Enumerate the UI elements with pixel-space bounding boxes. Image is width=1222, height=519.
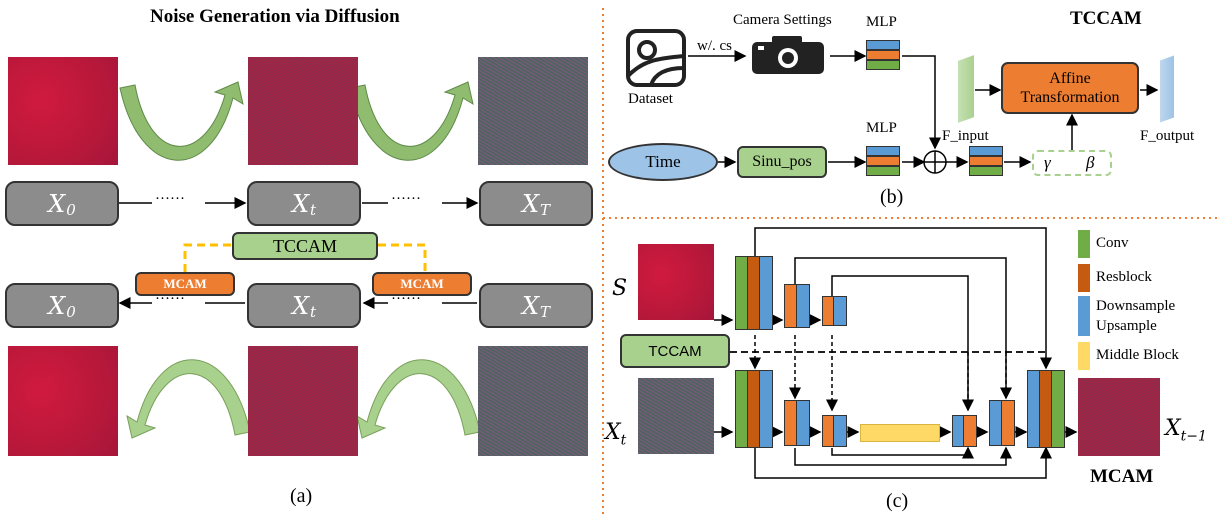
- output-label: Xt−1: [1165, 416, 1207, 445]
- mlp-block-top: [866, 40, 900, 70]
- gamma-symbol: γ: [1044, 153, 1051, 172]
- dataset-icon: [626, 29, 686, 87]
- camera-settings-label: Camera Settings: [733, 12, 832, 28]
- denoised-image: [8, 346, 118, 456]
- legend-swatch-resblock: [1078, 264, 1090, 292]
- panel-b-title: TCCAM: [1070, 8, 1142, 29]
- legend-label-middle: Middle Block: [1096, 347, 1179, 363]
- mlp-block-bottom: [866, 146, 900, 176]
- panel-a-title: Noise Generation via Diffusion: [150, 6, 400, 27]
- caption-a: (a): [290, 485, 313, 507]
- forward-dots-1: ······: [155, 191, 185, 207]
- tccam-box-a: TCCAM: [232, 232, 378, 260]
- legend-label-sampling: Downsample Upsample: [1096, 298, 1176, 334]
- legend-swatch-conv: [1078, 230, 1090, 258]
- s-label: S: [612, 276, 628, 301]
- mcam-box-left: MCAM: [135, 272, 235, 296]
- reverse-dots-1: ······: [155, 291, 185, 307]
- xt-input-image: [638, 378, 714, 454]
- mcam-box-right: MCAM: [372, 272, 472, 296]
- f-output-label: F_output: [1140, 128, 1195, 144]
- clean-image: [8, 57, 118, 165]
- f-input-feature: [958, 55, 974, 123]
- input-noise-image: [478, 346, 588, 456]
- dataset-label: Dataset: [628, 91, 673, 107]
- camera-icon: [752, 36, 824, 74]
- f-input-label: F_input: [942, 128, 989, 144]
- sinu-pos-box: Sinu_pos: [737, 146, 827, 178]
- caption-c: (c): [886, 490, 909, 512]
- legend-label-conv: Conv: [1096, 235, 1129, 251]
- partially-noised-image: [248, 57, 358, 165]
- beta-symbol: β: [1086, 153, 1095, 172]
- output-image: [1078, 378, 1160, 456]
- full-noise-image: [478, 57, 588, 165]
- mlp-label-top: MLP: [866, 14, 897, 30]
- xt-label: Xt: [605, 420, 627, 449]
- panel-c-title: MCAM: [1090, 466, 1154, 487]
- caption-b: (b): [880, 186, 904, 208]
- s-condition-image: [638, 244, 714, 320]
- legend-swatch-middle: [1078, 342, 1090, 370]
- mlp-label-bottom: MLP: [866, 120, 897, 136]
- f-output-feature: [1160, 55, 1174, 123]
- reverse-dots-2: ······: [391, 291, 421, 307]
- forward-dots-2: ······: [391, 191, 421, 207]
- legend-swatch-sampling: [1078, 296, 1090, 336]
- affine-transformation-box: Affine Transformation: [1001, 62, 1139, 114]
- tccam-box-c: TCCAM: [620, 334, 730, 368]
- partially-denoised-image: [248, 346, 358, 456]
- legend-label-resblock: Resblock: [1096, 269, 1152, 285]
- edge-label-cs: w/. cs: [697, 38, 732, 54]
- gamma-beta-box: γ β: [1032, 150, 1112, 176]
- time-node: Time: [608, 143, 718, 181]
- mlp-block-output: [969, 146, 1003, 176]
- middle-block: [860, 424, 940, 442]
